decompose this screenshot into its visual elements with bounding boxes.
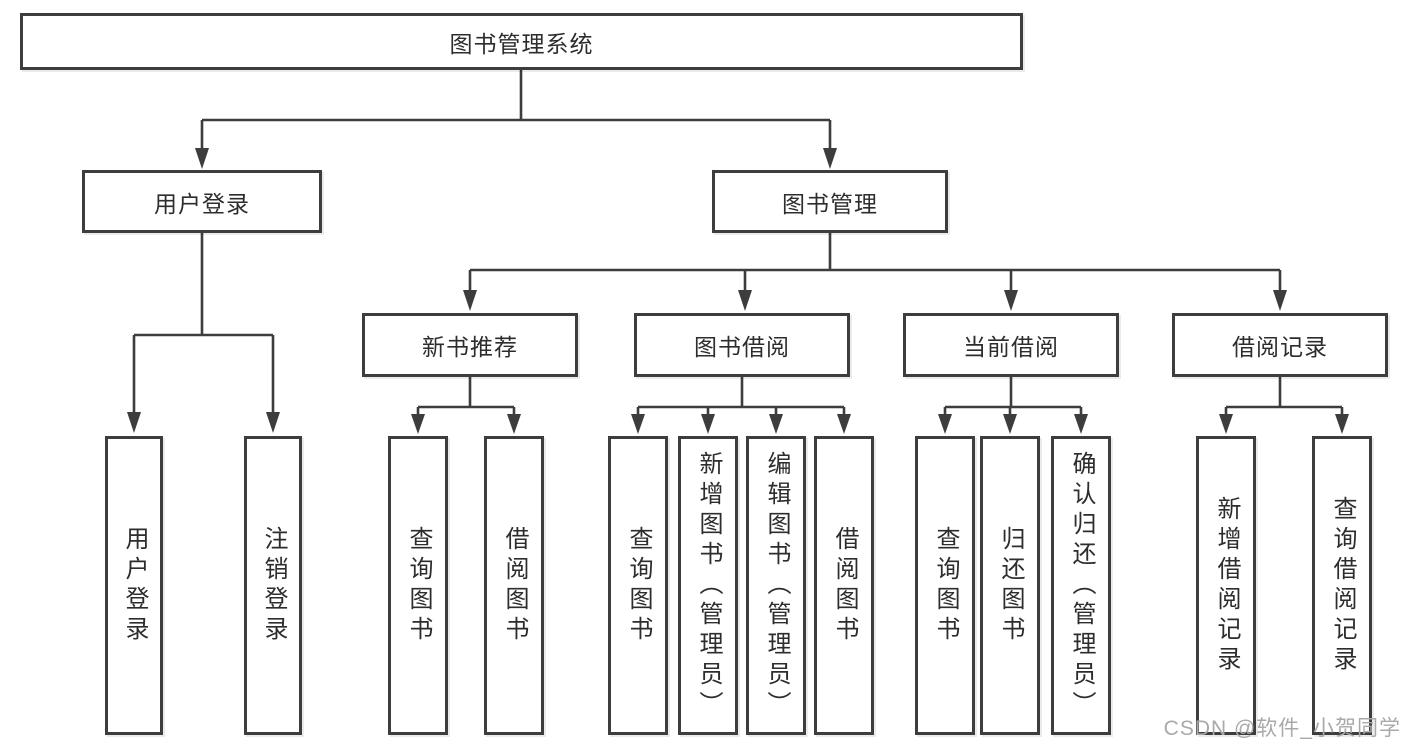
connector-book-management xyxy=(468,233,1282,292)
leaf-recommend-borrow-books: 借阅图书 xyxy=(484,436,544,735)
connector-new-book-recommend xyxy=(416,377,516,416)
leaf-borrow-query-books: 查询图书 xyxy=(608,436,668,735)
leaf-borrow-borrow-books: 借阅图书 xyxy=(814,436,874,735)
node-borrow-record: 借阅记录 xyxy=(1172,313,1388,377)
node-book-management: 图书管理 xyxy=(712,170,948,233)
node-root: 图书管理系统 xyxy=(20,13,1023,70)
connector-borrow-record xyxy=(1224,377,1344,416)
node-current-borrow: 当前借阅 xyxy=(903,313,1119,377)
csdn-watermark: CSDN @软件_小贺同学 xyxy=(1163,717,1401,740)
node-book-borrow: 图书借阅 xyxy=(634,313,850,377)
leaf-logout: 注销登录 xyxy=(244,436,302,735)
leaf-borrow-add-books-admin: 新增图书（管理员） xyxy=(678,436,738,735)
node-new-book-recommend: 新书推荐 xyxy=(362,313,578,377)
node-user-login: 用户登录 xyxy=(82,170,322,233)
leaf-current-return-books: 归还图书 xyxy=(980,436,1040,735)
leaf-user-login: 用户登录 xyxy=(105,436,163,735)
leaf-record-add-record: 新增借阅记录 xyxy=(1196,436,1256,735)
connector-root xyxy=(200,70,832,150)
leaf-borrow-edit-books-admin: 编辑图书（管理员） xyxy=(746,436,806,735)
leaf-current-confirm-return-admin: 确认归还（管理员） xyxy=(1051,436,1111,735)
connector-book-borrow xyxy=(636,377,846,416)
leaf-recommend-query-books: 查询图书 xyxy=(388,436,448,735)
connector-user-login xyxy=(132,233,275,414)
connector-current-borrow xyxy=(943,377,1083,416)
leaf-current-query-books: 查询图书 xyxy=(915,436,975,735)
arrowheads xyxy=(127,148,1349,434)
leaf-record-query-record: 查询借阅记录 xyxy=(1312,436,1372,735)
